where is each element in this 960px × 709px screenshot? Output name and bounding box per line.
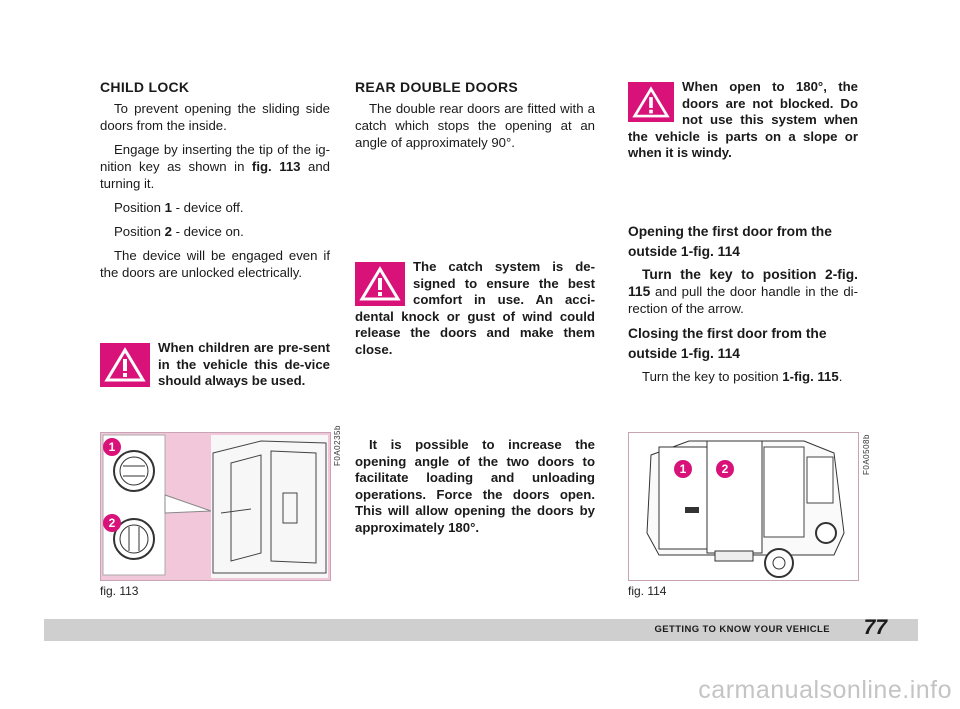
child-lock-heading: CHILD LOCK — [100, 79, 190, 95]
fig114-marker-1: 1 — [674, 460, 692, 478]
warning-triangle-icon — [355, 262, 405, 306]
page-number: 77 — [863, 616, 887, 639]
opening-first-door-text: Turn the key to position 2-fig. 115 and … — [628, 267, 858, 316]
warning-180-open: When open to 180°, the doors are not blo… — [628, 79, 858, 162]
figure-113: 1 2 — [100, 432, 331, 581]
rear-doors-illustration — [629, 433, 858, 580]
column-rear-doors: REAR DOUBLE DOORS The double rear doors … — [355, 79, 595, 158]
warning-children: When children are pre-sent in the vehicl… — [100, 340, 330, 390]
section-title: GETTING TO KNOW YOUR VEHICLE — [654, 624, 830, 635]
warning-triangle-icon — [628, 82, 674, 122]
opening-first-door-heading: Opening the first door from the outside … — [628, 224, 832, 259]
warning-catch-system: The catch system is de-signed to ensure … — [355, 259, 595, 358]
child-lock-intro: To prevent opening the sliding side door… — [100, 101, 330, 133]
fig113-marker-2: 2 — [103, 514, 121, 532]
fig113-marker-1: 1 — [103, 438, 121, 456]
warning-children-text: When children are pre-sent in the vehicl… — [158, 340, 330, 388]
warning-180-text: When open to 180°, the doors are not blo… — [628, 79, 858, 160]
warning-catch-text: The catch system is de-signed to ensure … — [355, 259, 595, 357]
increase-opening-angle-text: It is possible to increase the opening a… — [355, 437, 595, 535]
position-2-text: Position 2 - device on. — [114, 224, 244, 239]
figure-114: 1 2 — [628, 432, 859, 581]
warning-triangle-icon — [100, 343, 150, 387]
position-1-text: Position 1 - device off. — [114, 200, 244, 215]
child-lock-note: The device will be engaged even if the d… — [100, 248, 330, 280]
child-lock-illustration — [102, 434, 328, 578]
rear-doors-heading: REAR DOUBLE DOORS — [355, 79, 518, 95]
footer-band — [44, 619, 918, 641]
fig113-code: F0A0235b — [333, 425, 342, 466]
child-lock-engage: Engage by inserting the tip of the ig-ni… — [100, 142, 330, 191]
fig114-marker-2: 2 — [716, 460, 734, 478]
column-child-lock: CHILD LOCK To prevent opening the slidin… — [100, 79, 330, 288]
watermark: carmanualsonline.info — [698, 676, 952, 704]
column-door-opening: Opening the first door from the outside … — [628, 222, 858, 392]
rear-doors-intro: The double rear doors are fitted with a … — [355, 101, 595, 150]
fig114-code: F0A0508b — [862, 434, 871, 475]
fig113-caption: fig. 113 — [100, 584, 139, 598]
fig-ref-113: fig. 113 — [251, 159, 301, 174]
fig114-caption: fig. 114 — [628, 584, 667, 598]
closing-first-door-text: Turn the key to position 1-fig. 115. — [642, 369, 843, 384]
closing-first-door-heading: Closing the first door from the outside … — [628, 326, 827, 361]
